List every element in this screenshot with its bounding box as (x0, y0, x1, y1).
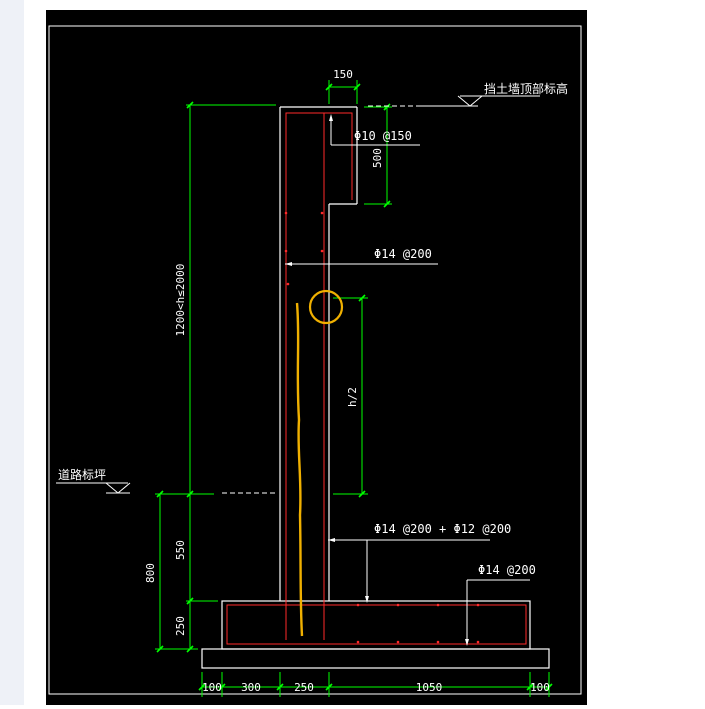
dim-wall-height: 1200<h≤2000 (174, 264, 187, 337)
rebar-lower-label: Φ14 @200 + Φ12 @200 (374, 522, 511, 536)
dim-bottom-300: 300 (241, 681, 261, 694)
dim-bottom-250: 250 (294, 681, 314, 694)
rebar-wall-label: Φ14 @200 (374, 247, 432, 261)
left-panel-strip (0, 0, 24, 705)
lean-concrete-pad (201, 648, 550, 669)
road-level-label: 道路标坪 (58, 467, 106, 482)
rebar-leaders (285, 116, 530, 644)
dim-top-width: 150 (333, 68, 353, 81)
dimension-ticks (156, 83, 553, 691)
dim-bottom-1050: 1050 (416, 681, 443, 694)
dim-embed-250: 250 (174, 616, 187, 636)
cad-canvas: 150 挡土墙顶部标高 Φ10 @150 500 Φ14 @200 1200<h… (46, 10, 587, 705)
rebar-dots (284, 211, 480, 644)
highlight-circle (308, 289, 344, 325)
dim-top-depth: 500 (371, 148, 384, 168)
dim-embed-800: 800 (144, 563, 157, 583)
top-elevation-marker (368, 95, 540, 107)
dimension-lines (155, 80, 550, 697)
dim-half-height: h/2 (346, 387, 359, 407)
rebar-lines (226, 112, 527, 645)
yellow-markup-stroke (295, 302, 304, 637)
road-level-marker (56, 482, 278, 494)
drawing-frame (48, 25, 582, 695)
dim-bottom-100-left: 100 (202, 681, 222, 694)
leader-arrowheads (285, 114, 469, 646)
dim-bottom-100-right: 100 (530, 681, 550, 694)
rebar-base-label: Φ14 @200 (478, 563, 536, 577)
top-elevation-label: 挡土墙顶部标高 (484, 81, 568, 96)
rebar-top-label: Φ10 @150 (354, 129, 412, 143)
retaining-wall-section-drawing: 150 挡土墙顶部标高 Φ10 @150 500 Φ14 @200 1200<h… (48, 25, 582, 697)
dim-embed-550: 550 (174, 540, 187, 560)
